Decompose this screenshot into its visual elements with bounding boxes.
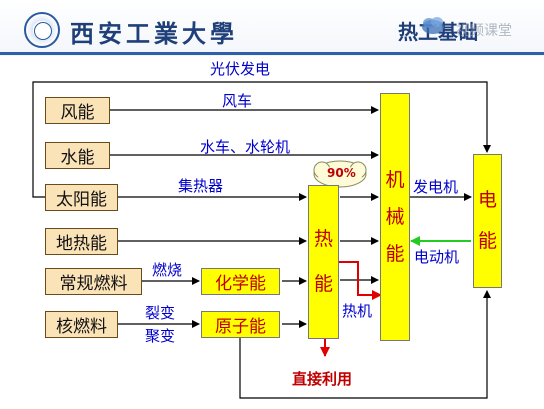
chemical-energy-box: 化学能 [201, 268, 280, 295]
mechanical-energy-box: 机 械 能 [380, 93, 410, 341]
label-fission: 裂变 [145, 304, 176, 322]
label-waterwheel: 水车、水轮机 [200, 138, 291, 156]
label-generator: 发电机 [413, 178, 459, 196]
label-heat-engine: 热机 [342, 302, 373, 320]
label-direct-use: 直接利用 [292, 370, 353, 388]
label-efficiency: 90% [327, 166, 356, 180]
video-watermark: 视频课堂 [456, 23, 512, 39]
header-divider [0, 52, 544, 55]
cloud-watermark-icon [422, 17, 444, 34]
label-photovoltaic: 光伏发电 [210, 60, 271, 78]
label-combustion: 燃烧 [152, 261, 183, 279]
thermal-energy-box: 热 能 [308, 185, 339, 339]
source-nuclear-fuel: 核燃料 [45, 311, 118, 338]
university-name: 西安工業大學 [70, 19, 238, 48]
label-fusion: 聚变 [145, 327, 176, 345]
electric-energy-box: 电 能 [473, 154, 502, 288]
label-collector: 集热器 [178, 177, 224, 195]
source-wind: 风能 [45, 97, 110, 124]
slide-header [0, 0, 544, 56]
atomic-energy-box: 原子能 [201, 311, 280, 338]
source-solar: 太阳能 [45, 184, 118, 211]
label-windmill: 风车 [222, 92, 253, 110]
source-water: 水能 [45, 142, 110, 169]
efficiency-cloud-icon [311, 160, 367, 194]
label-motor: 电动机 [414, 248, 460, 266]
university-logo-icon [24, 12, 60, 48]
source-geothermal: 地热能 [45, 228, 118, 255]
source-fossil-fuel: 常规燃料 [45, 268, 142, 295]
